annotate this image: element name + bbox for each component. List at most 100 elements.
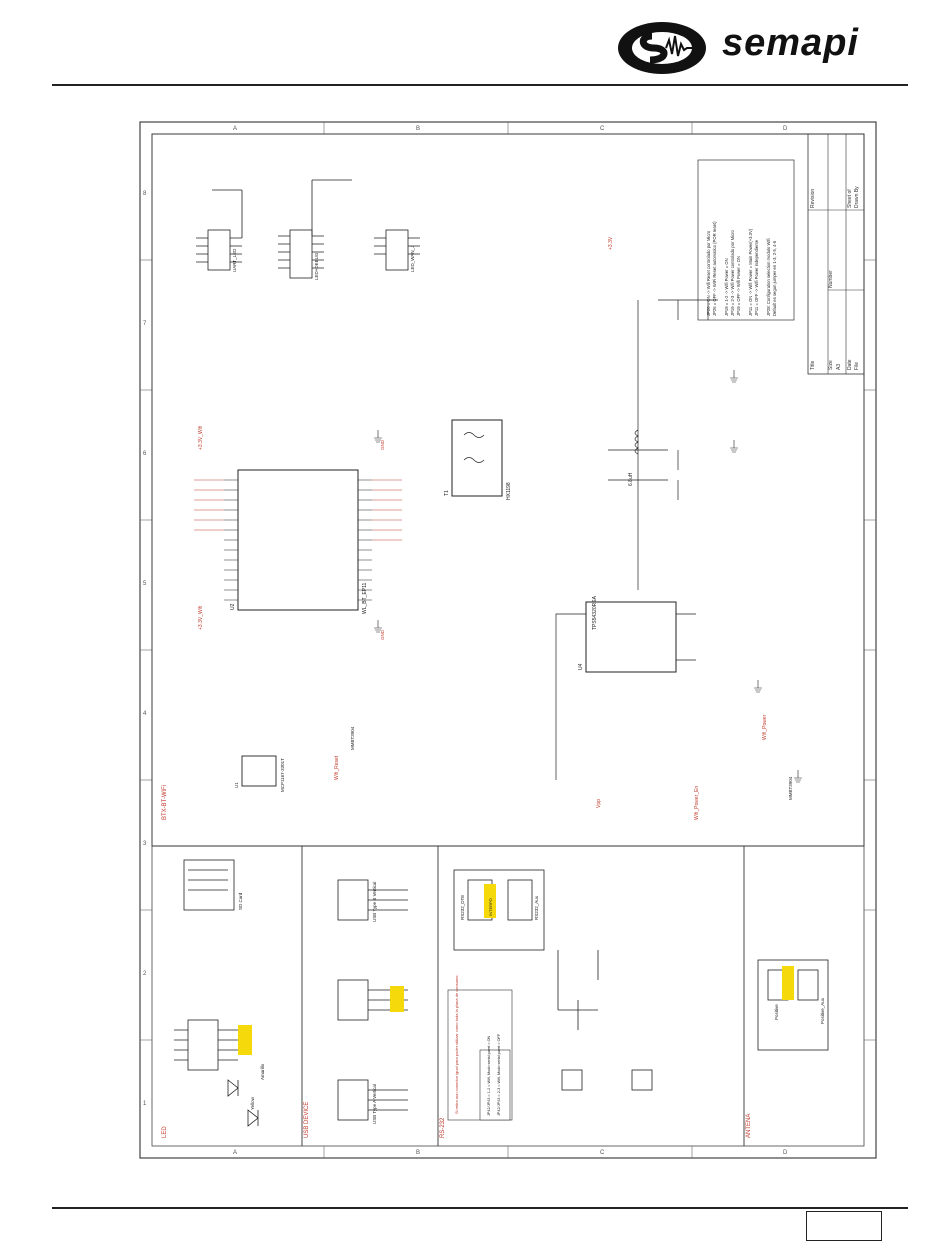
- wifi-power-en-label: Wifi_Power_En: [694, 786, 700, 820]
- semapi-emblem-icon: [618, 22, 706, 74]
- title-block-revision: Revision: [810, 189, 816, 208]
- section-label-led: LED: [162, 1126, 168, 1138]
- t1-magnetics: T1 HX1198: [444, 419, 512, 500]
- title-block-title: Title: [810, 361, 816, 370]
- gnd-label-1: GND: [380, 439, 385, 450]
- u4-refdes: U4: [578, 663, 584, 670]
- grid-letter-c: C: [600, 126, 605, 132]
- q2-part: MMBT3904: [350, 726, 355, 750]
- title-block-sheet: Sheet of: [847, 189, 853, 208]
- t1-refdes: T1: [444, 490, 450, 496]
- jumper-note-1: JP42/JP43 = 1-2 = Wifi, Modo serial puer…: [487, 1035, 491, 1116]
- u4-part: TPS54320RSA: [592, 595, 598, 630]
- t1-part: HX1198: [506, 482, 512, 500]
- inductor-value: 6.8uH: [628, 472, 634, 486]
- gnd-label-2: GND: [380, 629, 385, 640]
- led-section: [174, 859, 259, 1127]
- config-note-8: JP28: Configuration selection modulo Wif…: [766, 238, 771, 316]
- title-block-size-value: A3: [836, 364, 842, 370]
- title-block-drawn: Drawn By: [854, 186, 860, 208]
- jp21-label: LED+DEBUG: [314, 252, 319, 280]
- brand-wordmark: semapi: [722, 22, 859, 64]
- config-note-6: JP11 = ON -> Wifi Power = Main Power(+3.…: [748, 228, 753, 316]
- section-label-bt: BTX-BT-WiFi: [162, 785, 168, 820]
- config-note-2: JP26 = OFF -> WiFi Reset automatico (POR…: [712, 221, 717, 316]
- jp34-label: RS232_DTE: [460, 895, 465, 920]
- u4-regulator: U4 TPS54320RSA: [555, 595, 696, 780]
- power-train: [608, 299, 718, 590]
- wifi-reset-label: Wifi_Reset: [334, 755, 340, 780]
- config-notes-box: JP26 = ON -> Wifi Reset controlado por M…: [697, 159, 795, 321]
- grid-letter-d-bottom: D: [783, 1150, 788, 1156]
- jp38-label: Positive_Aux: [820, 997, 825, 1024]
- vcc-wifi-label-2: +3.3V_Wifi: [198, 606, 204, 630]
- page-number-box: [806, 1211, 882, 1241]
- rs232-highlight: [484, 884, 496, 918]
- section-label-rs232: RS-232: [440, 1117, 446, 1138]
- usb-section: [337, 879, 408, 1121]
- u2-wifi-module: U2 WL_BT_EP11: [224, 469, 372, 614]
- schematic-sheet: A B C D A B C D 8 7 6 5 4 3 2 1 BTX-BT-W…: [138, 120, 878, 1160]
- grid-ticks: [140, 122, 876, 1158]
- antena-highlight: [782, 966, 794, 1000]
- footer-rule: [52, 1207, 908, 1209]
- jumper-note-box: [479, 1049, 511, 1121]
- vcc-wifi-label-1: +3.3V_Wifi: [198, 426, 204, 450]
- grid-number-3: 3: [143, 841, 147, 847]
- j3-label: USB Type A Vertical: [372, 1084, 377, 1124]
- rs232-highlight-label: INTERPO: [488, 898, 493, 916]
- section-label-antena: ANTENA: [746, 1114, 752, 1138]
- grid-letter-a: A: [233, 126, 237, 132]
- title-block-file: File: [854, 362, 860, 370]
- brand-logo: [612, 18, 872, 78]
- grid-letter-d: D: [783, 126, 788, 132]
- config-note-7: JP11 = OFF -> Wifi Power independiente: [754, 239, 759, 316]
- jumper-note-2: JP42/JP43 = 2-3 = Wifi, Modo serial puer…: [497, 1033, 501, 1116]
- config-note-9: Default es segun jumper en 1-3, 2-5, 4-6: [772, 240, 777, 316]
- top-headers: [196, 179, 420, 279]
- header-rule: [52, 84, 908, 86]
- grid-letter-a-bottom: A: [233, 1150, 237, 1156]
- vcc-label: +3.3V: [608, 236, 614, 250]
- wifi-power-label: Wifi_Power: [762, 714, 768, 740]
- rs232-note: Si retira aun conector igual para poder …: [454, 974, 459, 1114]
- jp36-label: Positive: [774, 1004, 779, 1020]
- config-note-1: JP26 = ON -> Wifi Reset controlado por M…: [706, 230, 711, 316]
- u2-part: WL_BT_EP11: [362, 582, 368, 614]
- grid-letter-b: B: [416, 126, 420, 132]
- grid-letter-b-bottom: B: [416, 1150, 420, 1156]
- rs232-section: [453, 869, 653, 1091]
- vpp-label: Vpp: [596, 799, 602, 808]
- title-block: Title Size A3 Number Revision Date File …: [807, 133, 865, 375]
- led-amarillo-label: Amarillo: [260, 1063, 265, 1080]
- u2-net-stubs: [194, 479, 402, 541]
- grid-number-2: 2: [143, 971, 147, 977]
- u1-refdes: U1: [234, 782, 239, 788]
- ground-symbols: [374, 370, 802, 783]
- u1-part: MCP1167-3301T: [280, 758, 285, 792]
- jp30-label: SD Card: [238, 892, 243, 910]
- grid-number-5: 5: [143, 581, 147, 587]
- jp28-label: RS232_Aux: [534, 895, 539, 920]
- grid-number-6: 6: [143, 451, 147, 457]
- u2-refdes: U2: [230, 603, 236, 610]
- jp24-label: LED_WAN_J: [410, 246, 415, 272]
- title-block-number: Number: [828, 270, 834, 288]
- j1-label: USB Type B Vertical: [372, 882, 377, 922]
- usb-highlight: [390, 986, 404, 1012]
- grid-letter-c-bottom: C: [600, 1150, 605, 1156]
- title-block-size: Size: [828, 360, 834, 370]
- jp14-label: UART_LED: [232, 248, 237, 272]
- grid-number-8: 8: [143, 191, 147, 197]
- section-label-usb: USB DEVICE: [304, 1102, 310, 1138]
- grid-number-7: 7: [143, 321, 147, 327]
- led-highlight: [238, 1025, 252, 1055]
- config-note-3: JP19 = 1-2 -> Wifi Power = ON: [724, 258, 729, 316]
- config-note-5: JP19 = OFF -> Wifi Power = ON: [736, 256, 741, 316]
- u1-supervisor: U1 MCP1167-3301T: [234, 755, 285, 792]
- grid-number-1: 1: [143, 1101, 147, 1107]
- q3-part: MMBT3904: [788, 776, 793, 800]
- grid-number-4: 4: [143, 711, 147, 717]
- config-note-4: JP19 = 2-3 -> Wifi Power controlado por …: [730, 229, 735, 316]
- title-block-date: Date: [847, 359, 853, 370]
